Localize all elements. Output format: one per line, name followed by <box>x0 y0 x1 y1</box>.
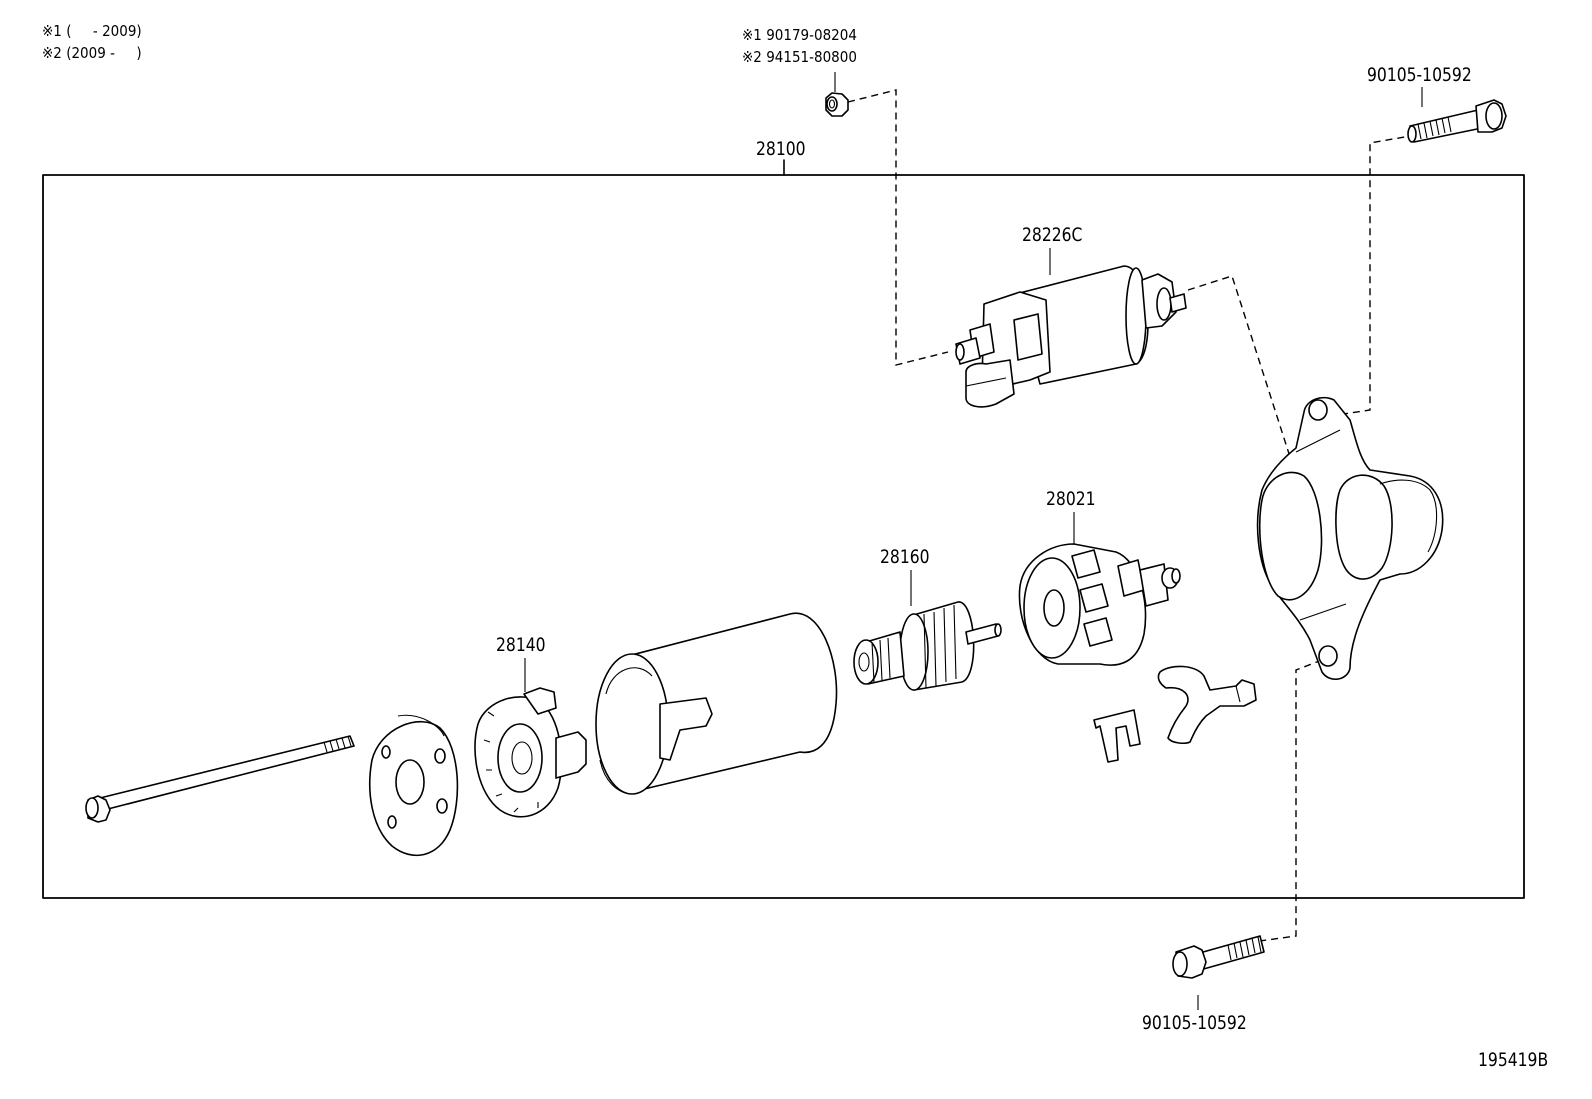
diagram-id: 195419B <box>1478 1049 1549 1071</box>
brush-plate-icon <box>474 687 587 818</box>
brush-holder-part-number: 28021 <box>1046 488 1096 510</box>
armature-icon <box>853 601 1002 691</box>
dashed-connectors <box>847 89 1417 943</box>
yoke-housing-icon <box>595 612 838 795</box>
bolt-top-part-number: 90105-10592 <box>1367 64 1472 86</box>
nut-part-number-1: ※1 90179-08204 <box>742 26 857 44</box>
shift-lever-icon <box>1157 665 1257 744</box>
solenoid-icon <box>955 265 1187 408</box>
end-plate-icon <box>369 714 459 857</box>
bolt-bottom-part-number: 90105-10592 <box>1142 1012 1247 1034</box>
brush-holder-icon <box>1018 543 1181 666</box>
drive-housing-icon <box>1256 396 1444 680</box>
yoke-plate-part-number: 28140 <box>496 634 546 656</box>
note-1: ※1 ( - 2009) <box>42 22 142 40</box>
through-bolt-icon <box>85 735 355 823</box>
leader-lines <box>524 72 1423 1010</box>
nut-part-number-2: ※2 94151-80800 <box>742 48 857 66</box>
bolt-top-icon <box>1407 99 1507 143</box>
nut-icon <box>825 92 849 117</box>
assembly-frame <box>42 159 1525 899</box>
assembly-part-number: 28100 <box>756 138 806 160</box>
armature-part-number: 28160 <box>880 546 930 568</box>
retainer-clip-icon <box>1093 709 1141 763</box>
note-2: ※2 (2009 - ) <box>42 44 142 62</box>
bolt-bottom-icon <box>1172 935 1265 979</box>
solenoid-part-number: 28226C <box>1022 224 1083 246</box>
